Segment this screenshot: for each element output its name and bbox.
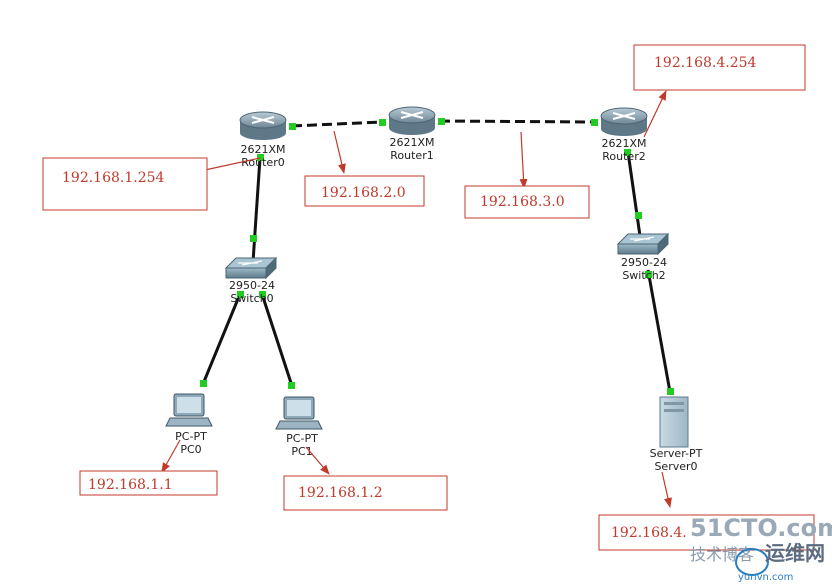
annotation-text: 192.168.4. xyxy=(611,525,687,541)
annotation-server0-ip: 192.168.4. xyxy=(598,514,815,551)
pc0[interactable]: PC-PT PC0 xyxy=(165,393,213,456)
device-name: Server0 xyxy=(654,460,697,473)
port-light xyxy=(645,271,652,278)
port-light xyxy=(200,380,207,387)
annotation-text: 192.168.1.254 xyxy=(62,170,165,186)
annotation-router0-ip: 192.168.1.254 xyxy=(42,157,208,211)
port-light xyxy=(289,123,296,130)
watermark: 51CTO.com 技术博客 运维网 yunvn.com xyxy=(690,514,832,583)
switch0[interactable]: 2950-24 Switch0 xyxy=(224,256,278,305)
arrow-net-r1-r2 xyxy=(519,131,528,189)
annotation-router2-ip: 192.168.4.254 xyxy=(633,44,806,91)
port-light xyxy=(237,291,244,298)
link-router0-router1[interactable] xyxy=(291,120,383,128)
annotation-text: 192.168.2.0 xyxy=(321,185,406,201)
port-light xyxy=(379,119,386,126)
device-model: 2621XM xyxy=(389,136,434,149)
router1[interactable]: 2621XM Router1 xyxy=(388,106,436,162)
pc-icon xyxy=(165,393,213,427)
device-name: Router0 xyxy=(241,156,284,169)
port-light xyxy=(635,212,642,219)
switch-icon xyxy=(224,256,278,280)
switch2[interactable]: 2950-24 Switch2 xyxy=(616,232,670,282)
port-light xyxy=(624,149,631,156)
router-icon xyxy=(600,107,648,136)
arrow-pc1-ip xyxy=(305,446,330,475)
annotation-text: 192.168.1.1 xyxy=(88,477,173,493)
arrow-router2-ip xyxy=(643,90,667,138)
port-light xyxy=(288,382,295,389)
port-light xyxy=(259,291,266,298)
device-name: PC0 xyxy=(180,443,201,456)
links xyxy=(201,119,672,393)
annotation-pc0-ip: 192.168.1.1 xyxy=(79,470,218,496)
link-router0-switch0[interactable] xyxy=(251,157,262,263)
watermark-logo-icon xyxy=(735,548,769,576)
server-icon xyxy=(659,396,689,448)
annotation-text: 192.168.3.0 xyxy=(480,194,565,210)
device-model: 2950-24 xyxy=(621,256,667,269)
device-model: PC-PT xyxy=(286,432,318,445)
watermark-url: yunvn.com xyxy=(738,572,793,583)
annotation-net-r1-r2: 192.168.3.0 xyxy=(464,185,590,219)
port-light xyxy=(438,118,445,125)
router-icon xyxy=(388,106,436,135)
device-name: Switch2 xyxy=(622,269,665,282)
annotation-arrows xyxy=(161,90,672,508)
port-light xyxy=(591,119,598,126)
server0[interactable]: Server-PT Server0 xyxy=(650,396,703,473)
watermark-slogan: 技术博客 xyxy=(690,545,754,564)
watermark-brand: 运维网 xyxy=(765,541,825,565)
device-model: PC-PT xyxy=(175,430,207,443)
device-name: Switch0 xyxy=(230,292,273,305)
port-indicators xyxy=(200,118,674,395)
switch-icon xyxy=(616,232,670,256)
device-name: Router2 xyxy=(602,150,645,163)
arrow-pc0-ip xyxy=(161,439,181,473)
link-switch0-pc0[interactable] xyxy=(201,293,242,385)
link-switch2-server0[interactable] xyxy=(646,269,672,393)
link-router2-switch2[interactable] xyxy=(626,151,642,237)
arrow-server0-ip xyxy=(661,471,672,508)
port-light xyxy=(667,388,674,395)
annotation-text: 192.168.4.254 xyxy=(654,55,757,71)
pc1[interactable]: PC-PT PC1 xyxy=(275,396,323,458)
annotation-net-r0-r1: 192.168.2.0 xyxy=(304,175,425,207)
annotation-text: 192.168.1.2 xyxy=(298,485,383,501)
port-light xyxy=(250,235,257,242)
annotation-pc1-ip: 192.168.1.2 xyxy=(283,475,448,511)
device-model: Server-PT xyxy=(650,447,703,460)
device-name: Router1 xyxy=(390,149,433,162)
device-model: 2950-24 xyxy=(229,279,275,292)
router-icon xyxy=(239,111,287,140)
watermark-site: 51CTO.com xyxy=(690,514,832,542)
router2[interactable]: 2621XM Router2 xyxy=(600,107,648,163)
arrow-net-r0-r1 xyxy=(333,130,346,174)
device-model: 2621XM xyxy=(240,143,285,156)
pc-icon xyxy=(275,396,323,430)
link-router1-router2[interactable] xyxy=(439,119,595,124)
port-light xyxy=(257,154,264,161)
device-model: 2621XM xyxy=(601,137,646,150)
link-switch0-pc1[interactable] xyxy=(260,293,294,387)
